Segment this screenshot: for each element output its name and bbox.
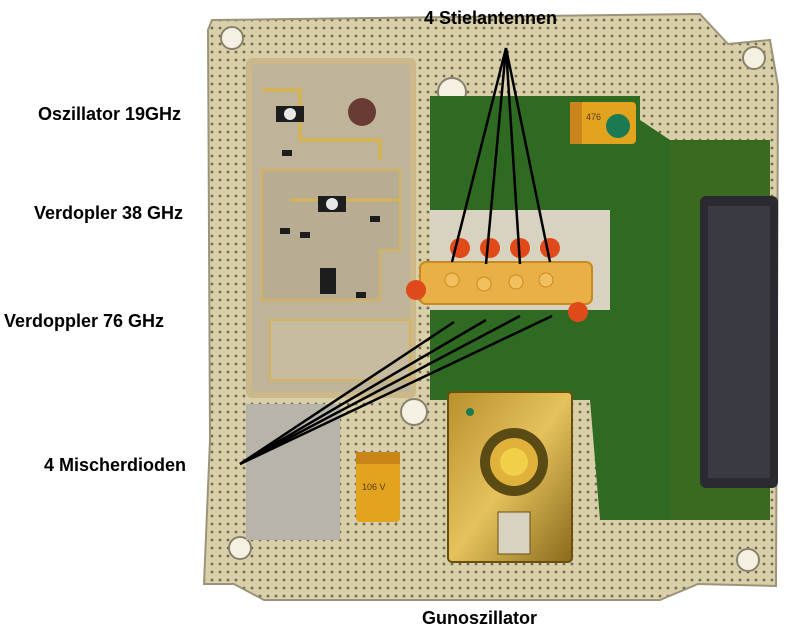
tantalum-bottom: 106 V bbox=[356, 452, 400, 522]
label-gunn-oscillator: Gunoszillator bbox=[422, 608, 538, 628]
tantalum-bottom-marking: 106 V bbox=[362, 482, 386, 492]
stick-antennas bbox=[406, 238, 593, 322]
tantalum-top-marking: 476 bbox=[586, 112, 601, 122]
label-doubler-38: Verdopler 38 GHz bbox=[34, 203, 184, 223]
leader-lines-mischerdioden bbox=[239, 314, 553, 466]
leader-lines-stielantennen bbox=[450, 47, 552, 265]
label-oscillator: Oszillator 19GHz bbox=[38, 104, 182, 124]
rf-substrate bbox=[246, 58, 416, 398]
gunn-oscillator-housing bbox=[447, 391, 573, 563]
grey-area bbox=[246, 404, 340, 540]
label-stick-antennas: 4 Stielantennen bbox=[424, 8, 558, 28]
label-doubler-76: Verdoppler 76 GHz bbox=[4, 311, 165, 331]
label-mixer-diodes: 4 Mischerdioden bbox=[44, 455, 187, 475]
connector-block bbox=[700, 196, 778, 488]
tantalum-top: 476 bbox=[570, 102, 636, 144]
